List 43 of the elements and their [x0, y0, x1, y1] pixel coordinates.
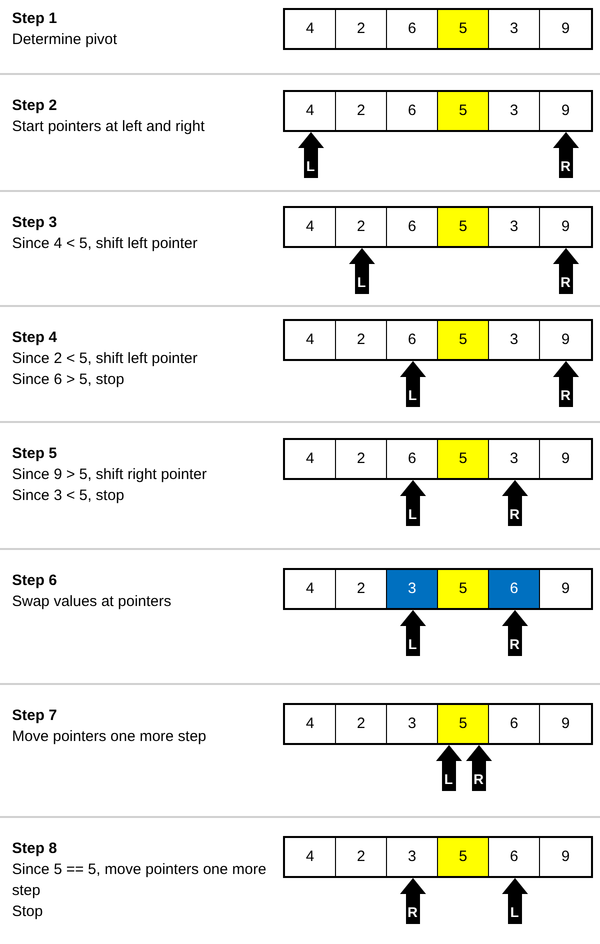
step-description: Determine pivot [12, 30, 118, 50]
pointer-arrow: L [400, 480, 426, 526]
highlighted-cell: 5 [438, 208, 489, 246]
step-description: Start pointers at left and right [12, 117, 206, 137]
highlighted-cell: 5 [438, 570, 489, 608]
highlighted-cell: 5 [438, 321, 489, 359]
pointer-arrow: R [502, 610, 528, 656]
step-heading: Step 3 [12, 213, 58, 233]
step-description: Since 6 > 5, stop [12, 370, 126, 390]
pointer-arrow: R [400, 878, 426, 924]
pointer-arrow: L [298, 132, 324, 178]
step-heading: Step 6 [12, 571, 58, 591]
highlighted-cell: 5 [438, 440, 489, 478]
step-heading: Step 1 [12, 9, 58, 29]
step-heading: Step 8 [12, 839, 58, 859]
pointer-arrow: R [552, 248, 578, 294]
highlighted-cell: 5 [438, 10, 489, 48]
step-heading: Step 5 [12, 444, 58, 464]
pointer-arrow: R [552, 361, 578, 407]
pointer-arrow: L [348, 248, 374, 294]
pointer-arrow: R [552, 132, 578, 178]
step-description: Since 2 < 5, shift left pointer [12, 349, 199, 369]
pointer-arrow: R [502, 480, 528, 526]
step-description: Since 9 > 5, shift right pointer [12, 465, 208, 485]
step-description: Since 3 < 5, stop [12, 486, 126, 506]
step-description: Stop [12, 902, 44, 922]
pointer-arrow: R [466, 745, 492, 791]
pointer-arrow: L [400, 361, 426, 407]
step-description: Since 5 == 5, move pointers one more step [12, 860, 268, 901]
step-heading: Step 4 [12, 328, 58, 348]
highlighted-cell: 3 [387, 570, 438, 608]
step-heading: Step 2 [12, 96, 58, 116]
highlighted-cell: 5 [438, 92, 489, 130]
highlighted-cell: 5 [438, 838, 489, 876]
step-heading: Step 7 [12, 706, 58, 726]
step-description: Move pointers one more step [12, 727, 208, 747]
highlighted-cell: 5 [438, 705, 489, 743]
step-description: Since 4 < 5, shift left pointer [12, 234, 199, 254]
pointer-arrow: L [502, 878, 528, 924]
step-description: Swap values at pointers [12, 592, 172, 612]
highlighted-cell: 6 [489, 570, 540, 608]
pointer-arrow: L [400, 610, 426, 656]
pointer-arrow: L [436, 745, 462, 791]
